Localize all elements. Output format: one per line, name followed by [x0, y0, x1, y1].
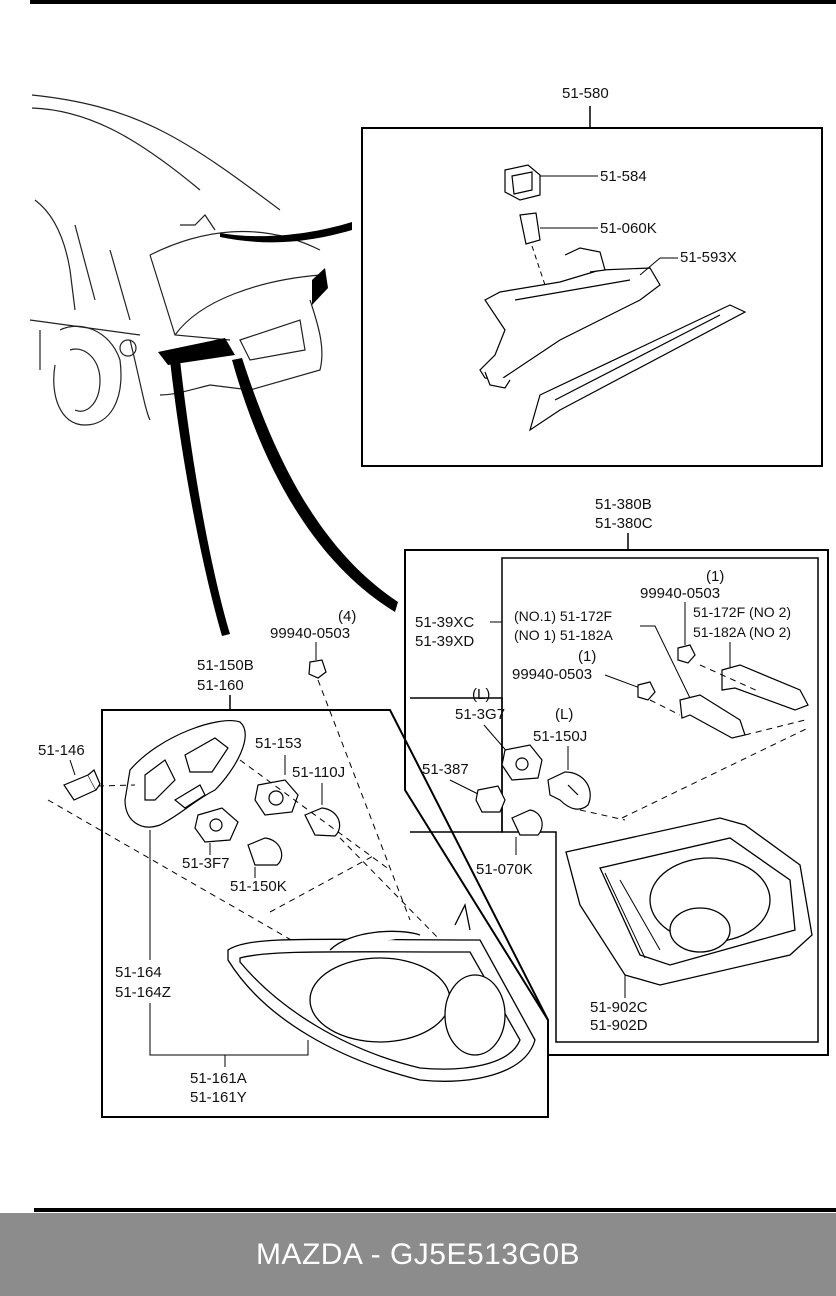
label-51-902c: 51-902C	[590, 999, 648, 1016]
label-51-3f7: 51-3F7	[182, 855, 230, 872]
bulb-51-110j	[304, 807, 341, 837]
bracket-161a	[149, 1003, 309, 1056]
label-51-172f-no2: 51-172F (NO 2)	[693, 604, 791, 620]
lens-high-mount	[528, 304, 747, 432]
label-99940-1b: 99940-0503	[512, 666, 592, 683]
label-150j-side: (L)	[555, 706, 573, 723]
footer-bar: MAZDA - GJ5E513G0B	[0, 1213, 836, 1296]
gasket-51-164	[124, 720, 246, 828]
socket-51-584	[504, 164, 541, 201]
label-3g7-side: (L)	[472, 686, 490, 703]
label-51-902d: 51-902D	[590, 1017, 648, 1034]
label-99940-1a: 99940-0503	[640, 585, 720, 602]
top-border	[30, 0, 836, 4]
bulb-51-070k	[511, 809, 543, 836]
label-51-161y: 51-161Y	[190, 1089, 247, 1106]
label-51-150b: 51-150B	[197, 657, 254, 674]
box-high-mount-lamp	[361, 127, 823, 467]
bolt-51-146	[63, 769, 101, 801]
label-51-070k: 51-070K	[476, 861, 533, 878]
dashed-guides-outer	[47, 759, 441, 946]
bottom-border	[34, 1208, 836, 1212]
label-51-593x: 51-593X	[680, 249, 737, 266]
label-51-380c: 51-380C	[595, 515, 653, 532]
label-51-150k: 51-150K	[230, 878, 287, 895]
leader-51-593x	[639, 257, 661, 276]
outer-lamp-assy	[227, 903, 536, 1082]
label-51-146: 51-146	[38, 742, 85, 759]
socket-51-3f7	[194, 807, 239, 843]
socket-51-153	[254, 779, 299, 816]
inner-lamp-assy	[565, 817, 813, 986]
rear-lamp-mark-left	[158, 338, 235, 365]
parts-diagram: 51-580 51-584 51-060K 51-593X 51-380B 51…	[29, 0, 836, 1212]
label-51-39xc: 51-39XC	[415, 614, 474, 631]
leader-99940-1b	[604, 674, 641, 689]
label-99940-1b-qty: (1)	[578, 648, 596, 665]
rear-lamp-mark-upper	[220, 222, 352, 243]
label-51-182a-no2: 51-182A (NO 2)	[693, 624, 791, 640]
dashed-guides-inner	[579, 664, 809, 821]
label-51-153: 51-153	[255, 735, 302, 752]
label-51-150j-r: 51-150J	[533, 728, 587, 745]
label-51-380b: 51-380B	[595, 496, 652, 513]
socket-51-387	[475, 785, 506, 813]
rear-lamp-mark-right	[312, 268, 328, 305]
lamp-housing-51-593x	[479, 247, 661, 389]
bracket-no2	[721, 664, 809, 711]
bracket-no1	[679, 694, 746, 739]
label-51-584: 51-584	[600, 168, 647, 185]
label-51-164z: 51-164Z	[115, 984, 171, 1001]
label-99940-4: 99940-0503	[270, 625, 350, 642]
nut-99940-1b	[637, 681, 656, 701]
dash-060k	[531, 245, 546, 286]
label-51-3g7: 51-3G7	[455, 706, 505, 723]
label-51-164: 51-164	[115, 964, 162, 981]
leader-thick-right	[232, 358, 398, 612]
bulb-51-150k	[247, 837, 283, 866]
nut-99940-4	[308, 659, 327, 679]
bulb-51-150j-r	[547, 771, 591, 810]
label-51-580: 51-580	[562, 85, 609, 102]
leader-51-146	[69, 759, 76, 776]
label-51-160: 51-160	[197, 677, 244, 694]
label-99940-4-qty: (4)	[338, 608, 356, 625]
box-outer-lamp	[101, 709, 549, 1118]
socket-51-3g7	[501, 744, 543, 781]
footer-caption: MAZDA - GJ5E513G0B	[255, 1237, 581, 1271]
label-51-161a: 51-161A	[190, 1070, 247, 1087]
nut-99940-1a	[677, 644, 696, 664]
label-51-060k: 51-060K	[600, 220, 657, 237]
leader-51-387	[449, 779, 481, 796]
label-51-172f-no1: (NO.1) 51-172F	[514, 608, 612, 624]
bulb-51-060k	[519, 212, 541, 245]
leader-172f-no1	[640, 625, 691, 699]
dash-99940-4	[317, 679, 411, 921]
label-51-110j: 51-110J	[292, 764, 345, 781]
label-51-182a-no1: (NO 1) 51-182A	[514, 627, 613, 643]
label-51-387: 51-387	[422, 761, 469, 778]
leader-thick-left	[170, 360, 230, 636]
label-51-39xd: 51-39XD	[415, 633, 474, 650]
label-99940-1a-qty: (1)	[706, 568, 724, 585]
